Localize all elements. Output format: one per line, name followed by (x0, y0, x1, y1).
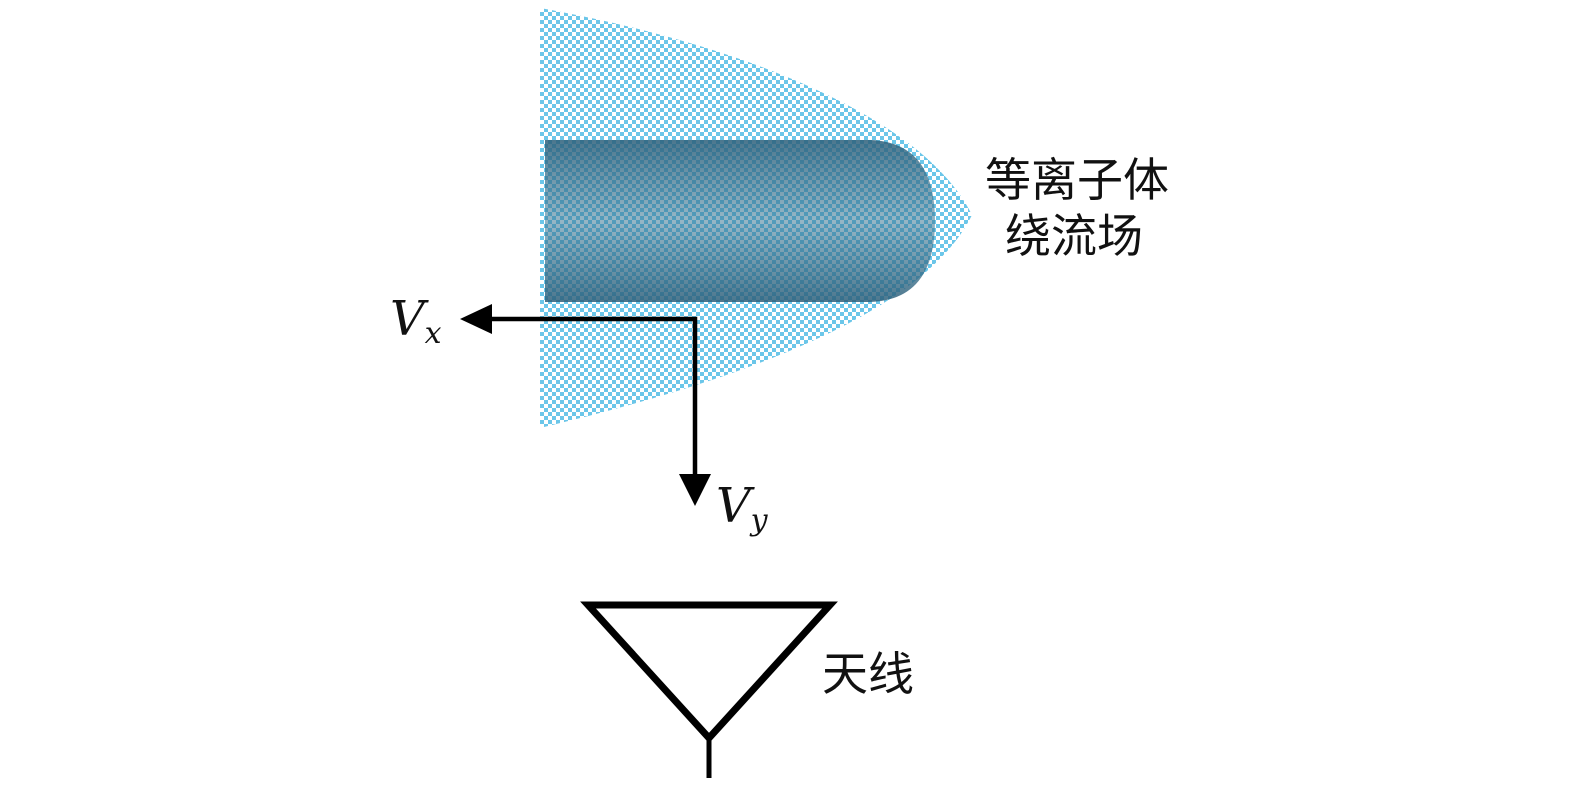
arrow-left-icon (460, 304, 492, 334)
vehicle-body (545, 140, 935, 302)
vx-label-sub: x (425, 316, 442, 351)
arrow-down-icon (679, 474, 711, 506)
antenna-icon (580, 601, 838, 778)
vy-label: Vy (716, 478, 769, 538)
antenna-label: 天线 (822, 647, 914, 701)
plasma-label-line1: 等离子体 (985, 153, 1169, 207)
vx-label: Vx (390, 291, 442, 351)
vx-vy-lines (488, 316, 698, 478)
velocity-axes (460, 304, 711, 506)
vy-label-sub: y (749, 503, 769, 538)
vx-label-main: V (390, 291, 429, 347)
antenna-triangle (580, 601, 838, 744)
plasma-label-line2: 绕流场 (1005, 209, 1143, 263)
vy-label-main: V (716, 478, 755, 534)
